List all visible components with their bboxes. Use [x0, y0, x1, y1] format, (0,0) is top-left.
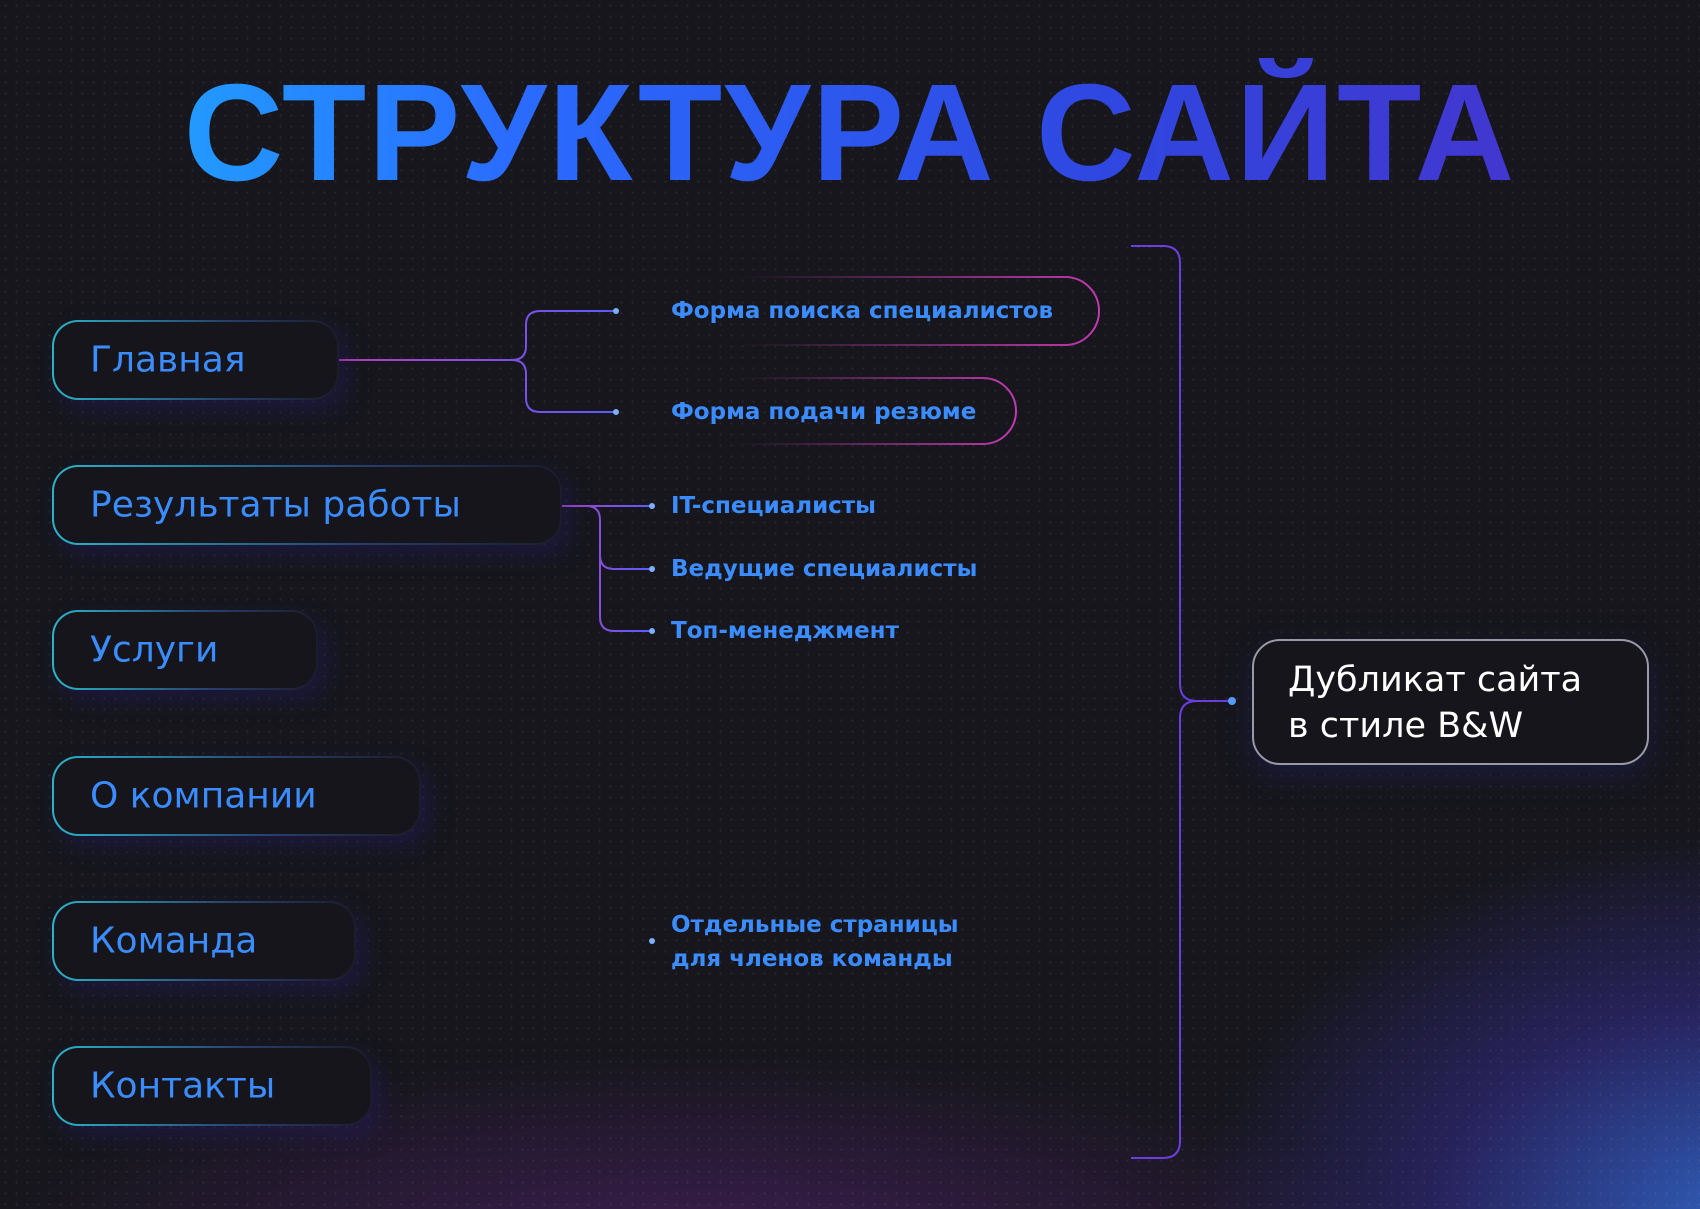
page-label: Результаты работы: [90, 484, 461, 526]
highlight-pill: [740, 276, 1101, 346]
page-box-services[interactable]: Услуги: [52, 610, 318, 690]
connector-dot: [649, 628, 655, 634]
highlight-pill: [740, 377, 1018, 445]
result-line2: в стиле B&W: [1288, 706, 1524, 746]
subpage-top-management: Топ-менеджмент: [671, 618, 899, 644]
subpage-leading: Ведущие специалисты: [671, 556, 978, 582]
page-box-main[interactable]: Главная: [52, 320, 339, 400]
connector-dot: [613, 409, 619, 415]
connector-dot: [649, 503, 655, 509]
page-box-team[interactable]: Команда: [52, 901, 356, 981]
page-box-results[interactable]: Результаты работы: [52, 465, 562, 545]
subpage-resume-form: Форма подачи резюме: [671, 399, 977, 425]
result-box: Дубликат сайта в стиле B&W: [1252, 639, 1649, 765]
connector-dot: [1228, 697, 1236, 705]
page-label: Контакты: [90, 1065, 276, 1107]
subpage-it: IT-специалисты: [671, 493, 876, 519]
page-label: Команда: [90, 920, 258, 962]
result-line1: Дубликат сайта: [1288, 660, 1583, 700]
page-label: Услуги: [90, 629, 219, 671]
subpage-search-form: Форма поиска специалистов: [671, 298, 1054, 324]
page-box-contacts[interactable]: Контакты: [52, 1046, 372, 1126]
connector-dot: [649, 566, 655, 572]
subpage-team-line2: для членов команды: [671, 946, 953, 972]
connector-main: [301, 310, 616, 413]
page-box-about[interactable]: О компании: [52, 756, 421, 836]
page-title: СТРУКТУРА САЙТА: [0, 58, 1700, 208]
page-label: О компании: [90, 775, 317, 817]
page-label: Главная: [90, 339, 246, 381]
subpage-team-line1: Отдельные страницы: [671, 912, 959, 938]
connector-dot: [649, 938, 655, 944]
bracket: [1131, 245, 1232, 1159]
connector-dot: [613, 308, 619, 314]
